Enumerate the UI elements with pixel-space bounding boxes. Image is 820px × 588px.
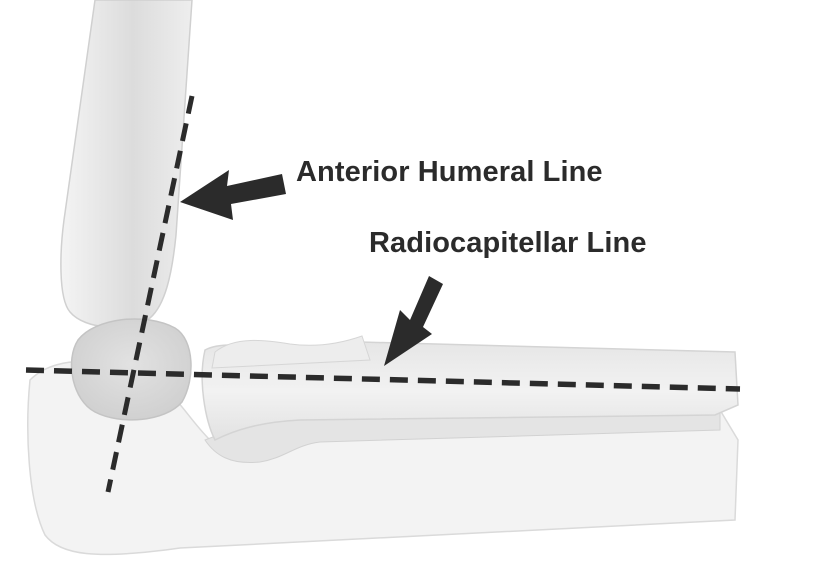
anterior-humeral-line-label: Anterior Humeral Line bbox=[296, 156, 603, 188]
capitellum bbox=[70, 318, 192, 421]
radiocapitellar-line bbox=[25, 367, 741, 392]
anterior-humeral-arrow bbox=[180, 170, 286, 220]
radiocapitellar-line-label: Radiocapitellar Line bbox=[369, 227, 647, 259]
humerus-bone bbox=[60, 0, 193, 328]
anterior-humeral-line bbox=[105, 95, 195, 493]
radiocapitellar-arrow bbox=[384, 276, 443, 366]
radial-head bbox=[211, 335, 371, 369]
